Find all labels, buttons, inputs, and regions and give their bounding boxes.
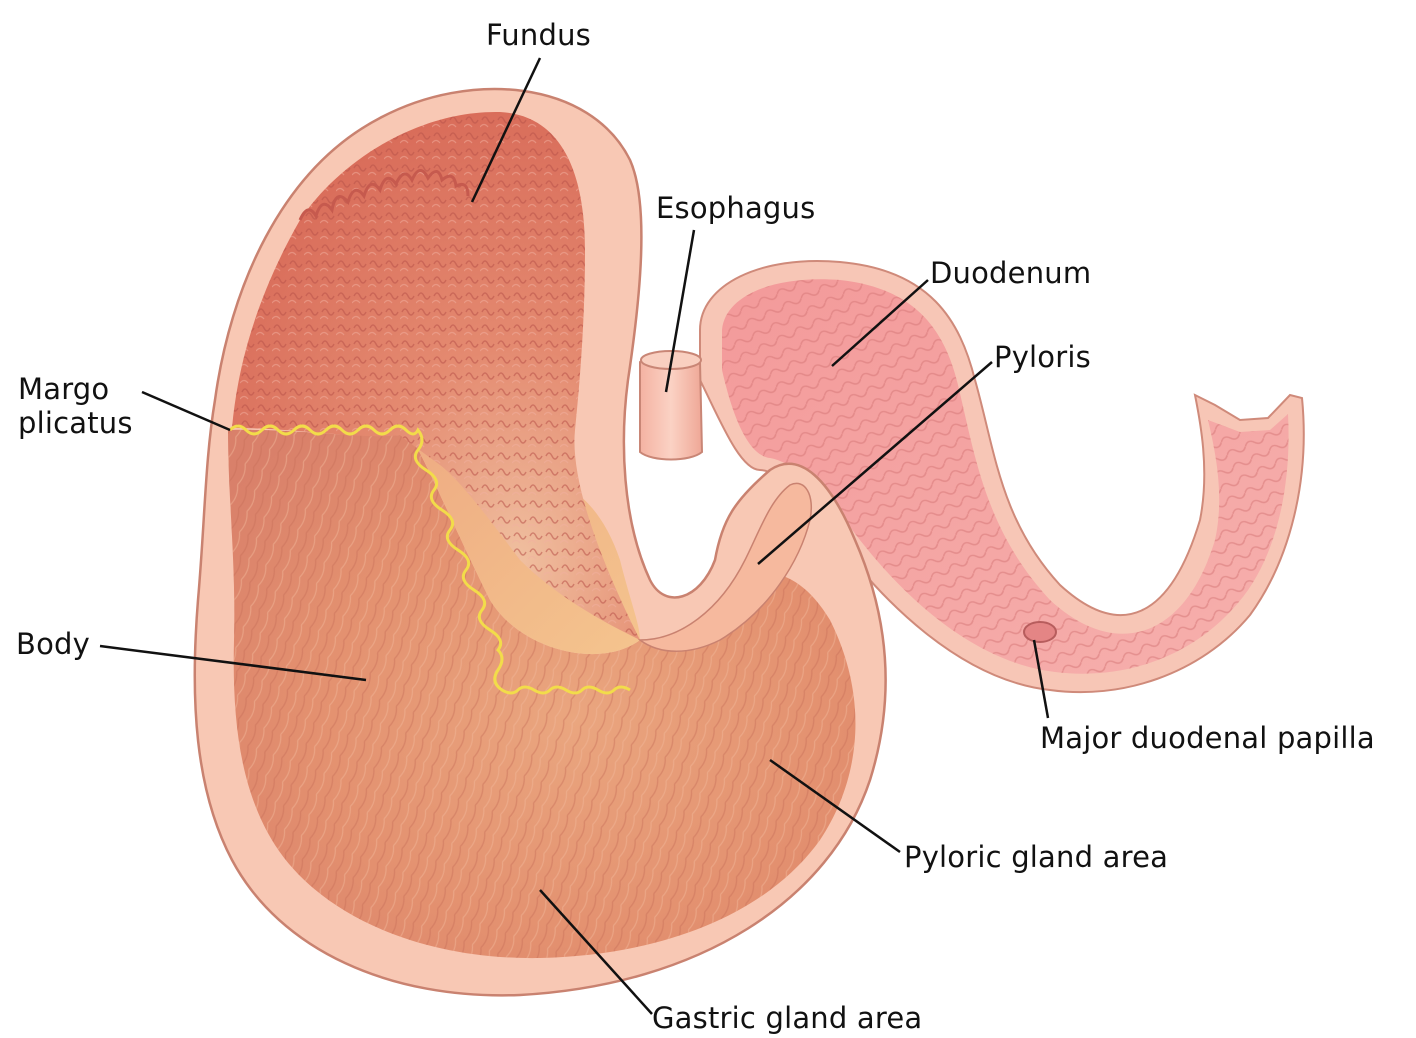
label-esophagus: Esophagus bbox=[656, 191, 815, 225]
label-margo-line2: plicatus bbox=[18, 406, 133, 440]
label-margo-plicatus: Margo plicatus bbox=[18, 372, 133, 440]
label-gastric-gland-area: Gastric gland area bbox=[652, 1001, 922, 1035]
label-duodenum: Duodenum bbox=[930, 256, 1091, 290]
label-pyloric-gland-area: Pyloric gland area bbox=[904, 840, 1168, 874]
label-pyloris: Pyloris bbox=[994, 340, 1091, 374]
label-major-duodenal-papilla: Major duodenal papilla bbox=[1040, 721, 1375, 755]
major-duodenal-papilla bbox=[1024, 622, 1056, 642]
label-fundus: Fundus bbox=[486, 18, 591, 52]
label-body: Body bbox=[16, 627, 90, 661]
label-margo-line1: Margo bbox=[18, 372, 133, 406]
